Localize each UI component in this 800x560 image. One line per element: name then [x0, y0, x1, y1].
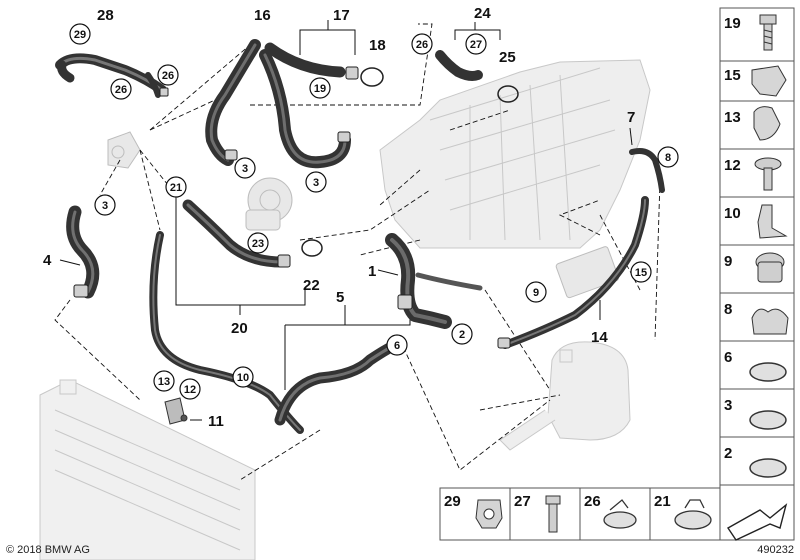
bracket-11	[164, 397, 188, 425]
side-parts-panel: 19 15 13 12 10 9 8 6 3 2	[719, 7, 795, 541]
circled-26-c: 26	[416, 39, 428, 51]
bottom-parts-panel: 29 27 26 21	[439, 487, 721, 541]
diagram-id: 490232	[757, 544, 794, 556]
connector-9-icon	[755, 252, 785, 283]
circled-10: 10	[237, 372, 249, 384]
clamp-26-icon	[603, 499, 637, 529]
hose-24	[435, 50, 483, 81]
o-ring-25	[497, 85, 519, 103]
callout-1: 1	[368, 263, 376, 280]
o-ring-18	[360, 67, 384, 87]
clamp-icon	[749, 362, 787, 478]
electric-pump	[555, 246, 620, 299]
panel-num-9: 9	[724, 253, 732, 270]
inline-clamps	[73, 66, 511, 349]
circled-19: 19	[314, 83, 326, 95]
bottom-num-26: 26	[584, 493, 601, 510]
radiator	[39, 379, 256, 560]
bolt-27-icon	[545, 495, 561, 533]
leader-lines	[54, 23, 661, 481]
panel-num-8: 8	[724, 301, 732, 318]
circled-23: 23	[252, 238, 264, 250]
water-pump	[245, 177, 293, 231]
panel-num-6: 6	[724, 349, 732, 366]
circled-29: 29	[74, 29, 86, 41]
screw-12-icon	[754, 157, 782, 191]
callout-16: 16	[254, 7, 271, 24]
hoses	[55, 39, 665, 434]
circled-12: 12	[184, 384, 196, 396]
circled-labels: 29 26 26 26 19 27 3 3 3 8 21 23 9 15 2 6…	[69, 23, 679, 400]
clip-15-icon	[751, 65, 787, 97]
circled-21: 21	[170, 182, 182, 194]
flow-arrow-icon	[726, 503, 788, 541]
callout-14: 14	[591, 329, 608, 346]
callout-18: 18	[369, 37, 386, 54]
callout-25: 25	[499, 49, 516, 66]
panel-num-19: 19	[724, 15, 741, 32]
hose-7	[629, 148, 665, 193]
circled-27: 27	[470, 39, 482, 51]
panel-num-12: 12	[724, 157, 741, 174]
bottom-num-27: 27	[514, 493, 531, 510]
clip-8-icon	[751, 308, 789, 335]
panel-num-15: 15	[724, 67, 741, 84]
o-ring-22	[301, 239, 323, 257]
callout-5: 5	[336, 289, 344, 306]
bottom-num-21: 21	[654, 493, 671, 510]
callout-24: 24	[474, 5, 491, 22]
bottom-num-29: 29	[444, 493, 461, 510]
circled-6: 6	[394, 340, 400, 352]
engine-block	[379, 59, 651, 249]
hose-clip-icon	[475, 499, 503, 529]
hose-16	[205, 39, 261, 166]
circled-13: 13	[158, 376, 170, 388]
callout-28: 28	[97, 7, 114, 24]
bolt-icon	[759, 14, 777, 51]
thermostat-housing	[107, 131, 141, 169]
callout-labels: 28 16 17 18 24 25 7 4 1 5 14 20 22 11	[43, 5, 635, 430]
callout-22: 22	[303, 277, 320, 294]
circled-9: 9	[533, 287, 539, 299]
panel-num-3: 3	[724, 397, 732, 414]
clip-13-icon	[753, 106, 781, 141]
panel-num-2: 2	[724, 445, 732, 462]
copyright-text: © 2018 BMW AG	[6, 544, 90, 556]
circled-2: 2	[459, 329, 465, 341]
circled-26-b: 26	[162, 70, 174, 82]
callout-11: 11	[208, 413, 224, 430]
callout-20: 20	[231, 320, 248, 337]
circled-15: 15	[635, 267, 647, 279]
clamp-21-icon	[674, 499, 712, 530]
circled-8: 8	[665, 152, 671, 164]
solid-leaders	[59, 20, 633, 421]
panel-num-13: 13	[724, 109, 741, 126]
panel-num-10: 10	[724, 205, 741, 222]
circled-3-a: 3	[242, 163, 248, 175]
callout-17: 17	[333, 7, 350, 24]
expansion-tank	[499, 341, 631, 451]
circled-26-a: 26	[115, 84, 127, 96]
clip-10-icon	[757, 204, 788, 239]
callout-4: 4	[43, 252, 52, 269]
circled-3-c: 3	[102, 200, 108, 212]
o-rings	[301, 67, 519, 257]
circled-3-b: 3	[313, 177, 319, 189]
callout-7: 7	[627, 109, 635, 126]
